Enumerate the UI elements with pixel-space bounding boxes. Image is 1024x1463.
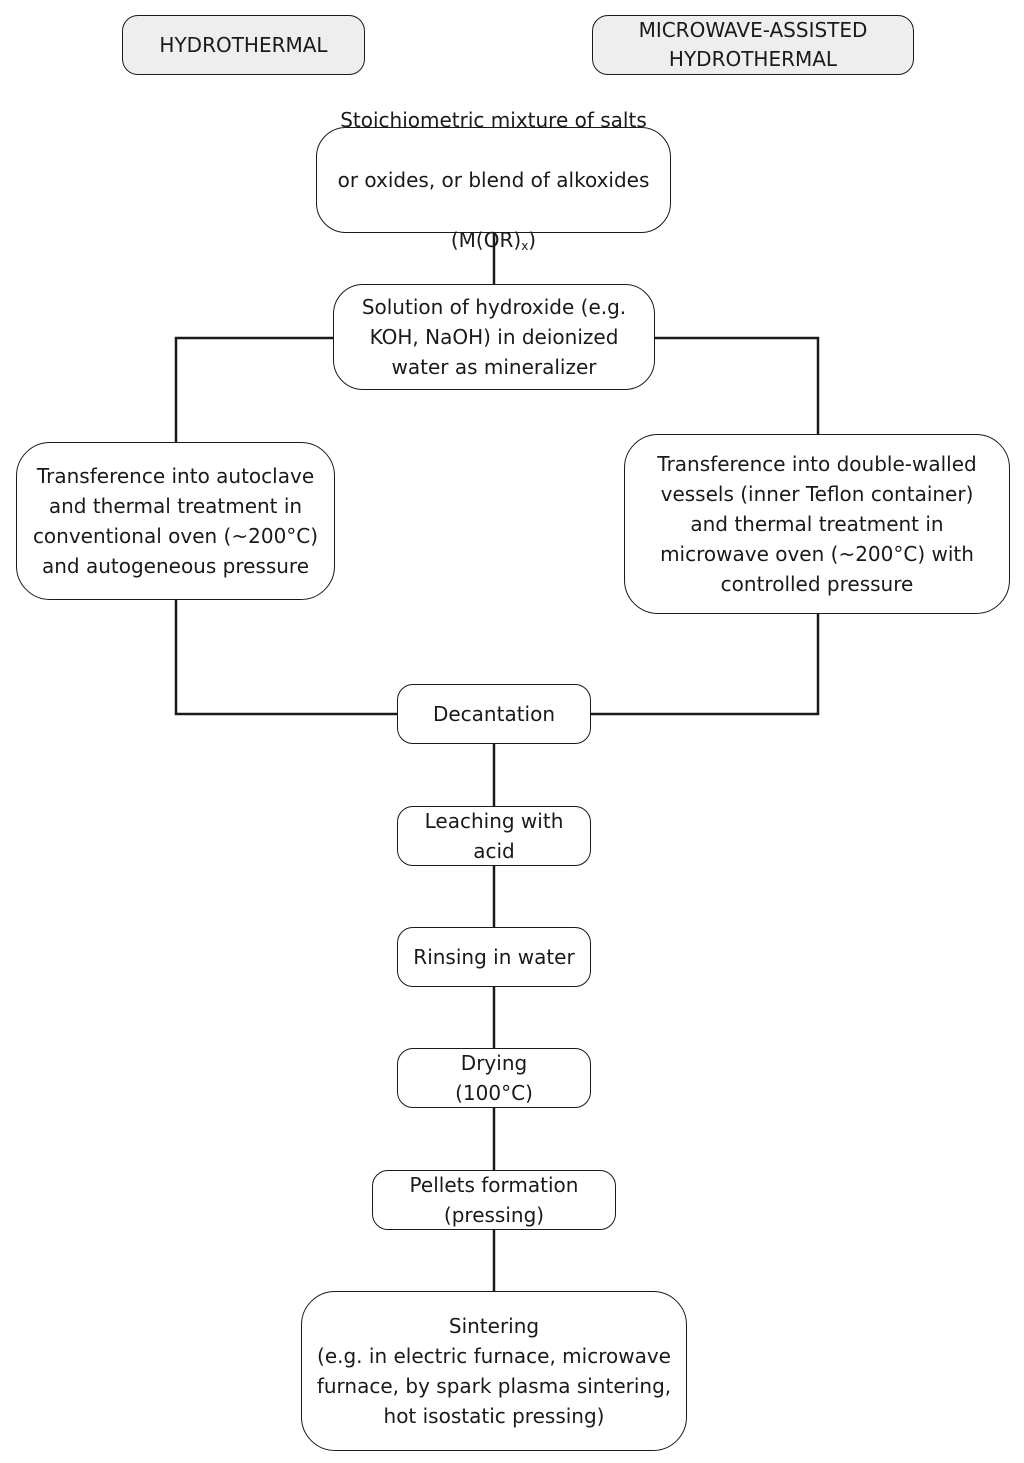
- header-microwave-assisted: MICROWAVE-ASSISTED HYDROTHERMAL: [592, 15, 914, 75]
- step-leaching: Leaching with acid: [397, 806, 591, 866]
- step-leaching-label: Leaching with acid: [424, 809, 564, 863]
- step-pellets-formation: Pellets formation (pressing): [372, 1170, 616, 1230]
- step-decantation: Decantation: [397, 684, 591, 744]
- step-pellets-formation-label: Pellets formation (pressing): [409, 1173, 579, 1227]
- header-hydrothermal: HYDROTHERMAL: [122, 15, 365, 75]
- step-microwave-treatment-label: Transference into double-walled vessels …: [657, 452, 977, 596]
- step-sintering-label: Sintering (e.g. in electric furnace, mic…: [316, 1314, 672, 1428]
- start-line-1: Stoichiometric mixture of salts: [340, 108, 647, 132]
- step-sintering: Sintering (e.g. in electric furnace, mic…: [301, 1291, 687, 1451]
- start-line-2: or oxides, or blend of alkoxides: [337, 168, 650, 192]
- step-autoclave-treatment: Transference into autoclave and thermal …: [16, 442, 335, 600]
- start-formula-close: ): [528, 228, 537, 252]
- start-formula: (M(OR)x): [338, 225, 650, 255]
- step-hydroxide-solution-label: Solution of hydroxide (e.g. KOH, NaOH) i…: [361, 295, 627, 379]
- step-drying-label: Drying (100°C): [455, 1051, 533, 1105]
- step-autoclave-treatment-label: Transference into autoclave and thermal …: [32, 464, 319, 578]
- connector-right-decantation: [591, 614, 820, 716]
- step-drying: Drying (100°C): [397, 1048, 591, 1108]
- step-rinsing-label: Rinsing in water: [413, 945, 575, 969]
- connector-solution-left: [174, 336, 333, 442]
- connector-solution-right: [655, 336, 820, 434]
- step-rinsing: Rinsing in water: [397, 927, 591, 987]
- start-formula-subscript: x: [521, 239, 529, 253]
- step-decantation-label: Decantation: [432, 702, 556, 726]
- start-formula-main: (M(OR): [450, 228, 522, 252]
- step-microwave-treatment: Transference into double-walled vessels …: [624, 434, 1010, 614]
- step-starting-mixture-text: Stoichiometric mixture of salts or oxide…: [338, 75, 650, 285]
- header-hydrothermal-label: HYDROTHERMAL: [159, 32, 328, 57]
- header-microwave-label: MICROWAVE-ASSISTED HYDROTHERMAL: [638, 18, 868, 71]
- connector-left-decantation: [174, 600, 397, 716]
- step-hydroxide-solution: Solution of hydroxide (e.g. KOH, NaOH) i…: [333, 284, 655, 390]
- step-starting-mixture: Stoichiometric mixture of salts or oxide…: [316, 108, 671, 252]
